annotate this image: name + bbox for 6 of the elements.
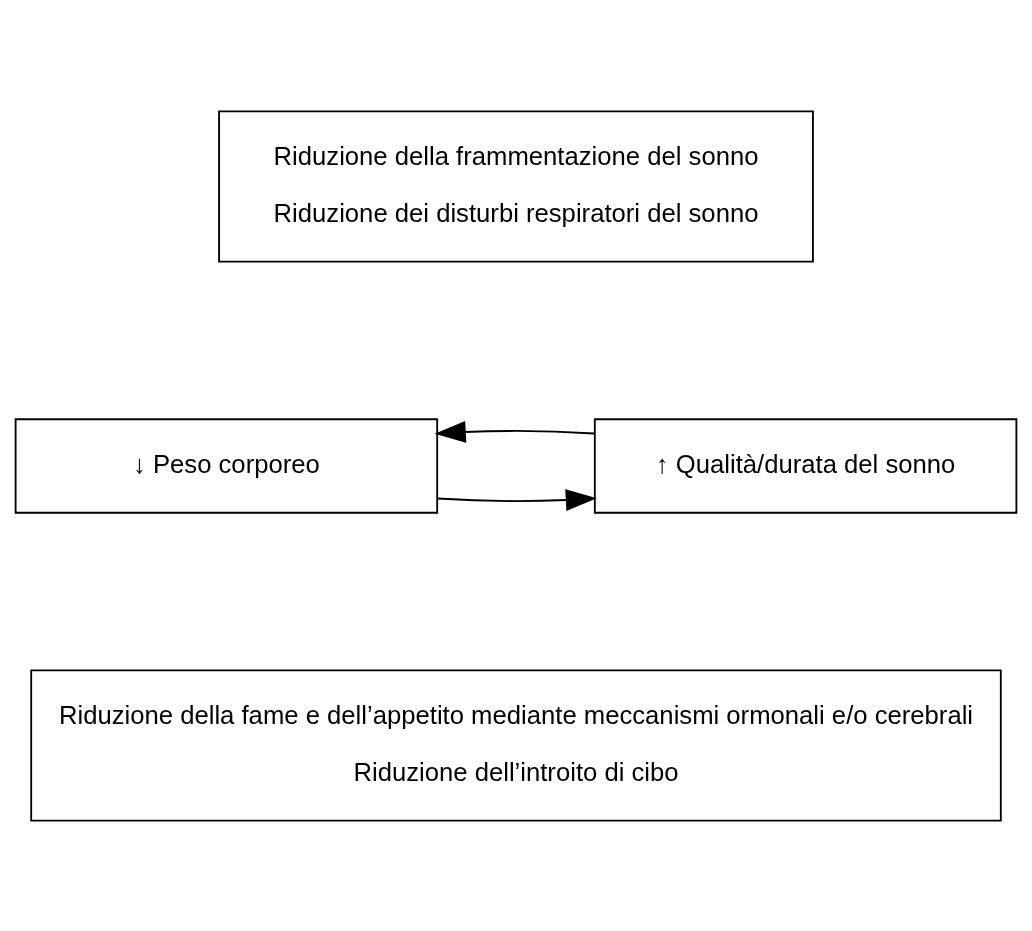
node-box: ↑ Qualità/durata del sonno	[593, 417, 1018, 514]
arrow	[436, 488, 597, 511]
node-box: Riduzione della fame e dell’appetito mediante meccanismi ormonali e/o cerebrali Riduzione dell’introito di cibo	[30, 668, 1002, 822]
arrow	[434, 420, 596, 443]
node-box: ↓ Peso corporeo	[14, 417, 439, 514]
node-box: Riduzione della frammentazione del sonno Riduzione dei disturbi respiratori del sonno	[218, 109, 814, 263]
